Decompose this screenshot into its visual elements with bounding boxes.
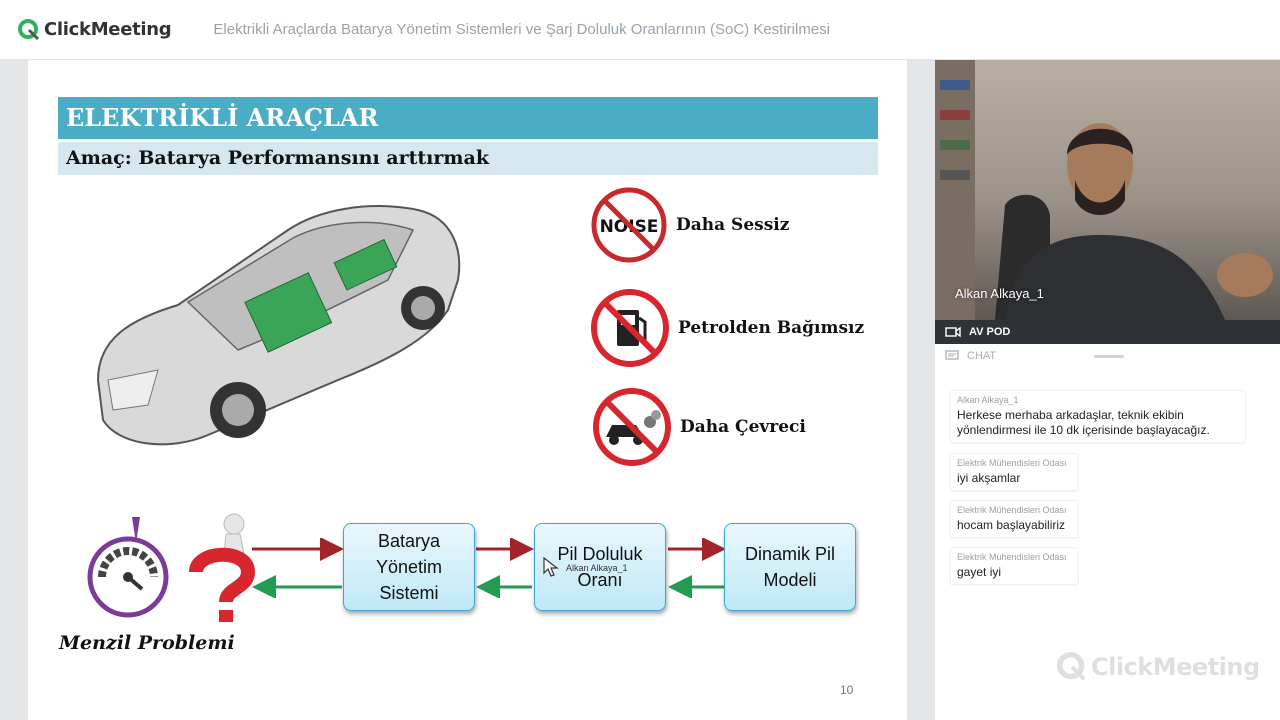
chat-message-author: Alkan Alkaya_1: [957, 395, 1019, 405]
presenter-silhouette: [935, 60, 1273, 320]
chat-label: CHAT: [967, 350, 997, 362]
no-fuel-icon: [591, 289, 669, 367]
feature-eco: Daha Çevreci: [592, 387, 806, 467]
bms-box: Batarya Yönetim Sistemi: [343, 523, 475, 611]
remote-cursor-icon: [543, 557, 559, 577]
no-noise-icon: NOISE: [591, 187, 667, 263]
presenter-video[interactable]: Alkan Alkaya_1: [935, 60, 1280, 320]
slide-heading-banner: ELEKTRİKLİ ARAÇLAR: [58, 97, 878, 139]
electric-car-illustration: [96, 205, 461, 446]
soc-box: Pil Doluluk Oranı: [534, 523, 666, 611]
dynamic-model-box-line2: Modeli: [763, 570, 817, 590]
watermark-text: ClickMeeting: [1091, 653, 1260, 681]
speed-gauge-icon: [87, 517, 169, 618]
clickmeeting-logo-icon: [18, 18, 40, 40]
clickmeeting-watermark: ClickMeeting: [1057, 652, 1260, 682]
soc-box-line2: Oranı: [577, 570, 623, 590]
chat-message: Elektrik Mühendisleri Odası hocam başlay…: [950, 500, 1079, 538]
chat-resize-handle[interactable]: [1094, 355, 1124, 358]
chat-message-author: Elektrik Mühendisleri Odası: [957, 552, 1067, 562]
feature-quiet-label: Daha Sessiz: [676, 215, 790, 235]
question-figure-icon: [189, 513, 256, 622]
soc-box-line1: Pil Doluluk: [557, 544, 643, 564]
bms-box-line3: Sistemi: [379, 583, 439, 603]
chat-message-author: Elektrik Mühendisleri Odası: [957, 458, 1067, 468]
chat-message-text: iyi akşamlar: [957, 471, 1021, 485]
chat-message-author: Elektrik Mühendisleri Odası: [957, 505, 1067, 515]
chat-message-text: Herkese merhaba arkadaşlar, teknik ekibi…: [957, 408, 1210, 437]
av-pod-label: AV POD: [969, 326, 1011, 338]
presentation-stage: ELEKTRİKLİ ARAÇLAR Amaç: Batarya Perform…: [0, 60, 935, 720]
slide: ELEKTRİKLİ ARAÇLAR Amaç: Batarya Perform…: [28, 60, 907, 720]
feature-eco-label: Daha Çevreci: [680, 417, 806, 437]
chat-message: Elektrik Mühendisleri Odası iyi akşamlar: [950, 453, 1079, 491]
top-bar: ClickMeeting Elektrikli Araçlarda Batary…: [0, 0, 1280, 60]
brand-name: ClickMeeting: [44, 19, 172, 40]
chat-message: Elektrik Mühendisleri Odası gayet iyi: [950, 547, 1079, 585]
feature-fuel-independent: Petrolden Bağımsız: [590, 288, 864, 368]
slide-heading: ELEKTRİKLİ ARAÇLAR: [66, 103, 379, 132]
camera-icon: [945, 326, 961, 338]
range-problem-caption: Menzil Problemi: [59, 632, 235, 654]
bms-box-line2: Yönetim: [375, 557, 443, 577]
clickmeeting-logo[interactable]: ClickMeeting: [18, 18, 172, 41]
chat-message: Alkan Alkaya_1 Herkese merhaba arkadaşla…: [950, 390, 1246, 443]
slide-subheading-banner: Amaç: Batarya Performansını arttırmak: [58, 142, 878, 175]
slide-subheading: Amaç: Batarya Performansını arttırmak: [66, 147, 489, 169]
chat-message-text: hocam başlayabiliriz: [957, 518, 1066, 532]
slide-page-number: 10: [840, 683, 854, 697]
watermark-logo-icon: [1057, 652, 1086, 681]
av-pod-bar[interactable]: AV POD: [935, 320, 1280, 344]
chat-header[interactable]: CHAT: [935, 344, 1280, 368]
flow-arrows: [252, 538, 726, 598]
dynamic-model-box-line1: Dinamik Pil: [744, 544, 836, 564]
feature-quiet: NOISE Daha Sessiz: [590, 186, 789, 264]
no-emission-icon: [593, 388, 671, 466]
dynamic-model-box: Dinamik Pil Modeli: [724, 523, 856, 611]
bms-box-line1: Batarya: [377, 531, 441, 551]
sidebar: Alkan Alkaya_1 AV POD CHAT Alkan Alkaya_…: [935, 60, 1280, 720]
remote-cursor-label: Alkan Alkaya_1: [566, 563, 628, 573]
feature-fuel-label: Petrolden Bağımsız: [678, 318, 865, 338]
meeting-title: Elektrikli Araçlarda Batarya Yönetim Sis…: [213, 21, 831, 38]
presenter-name: Alkan Alkaya_1: [955, 286, 1044, 301]
chat-icon: [945, 350, 959, 360]
chat-message-text: gayet iyi: [957, 565, 1002, 579]
